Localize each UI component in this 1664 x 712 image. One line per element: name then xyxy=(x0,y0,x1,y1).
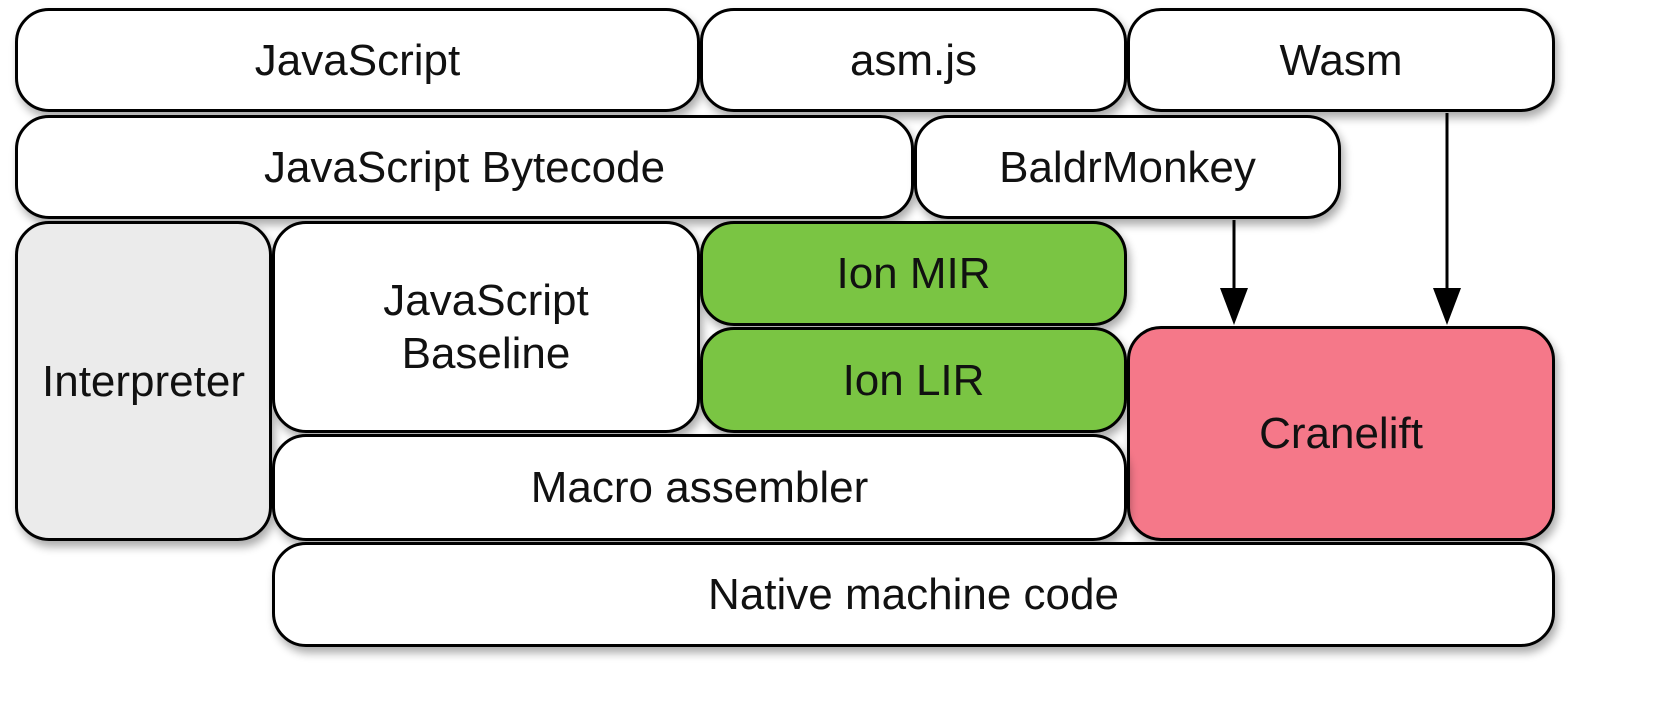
block-ion-mir-label: Ion MIR xyxy=(836,249,991,298)
block-asmjs-label: asm.js xyxy=(849,35,978,85)
block-wasm-label: Wasm xyxy=(1279,35,1403,85)
block-javascript-bytecode-label: JavaScript Bytecode xyxy=(263,142,666,192)
block-ion-lir-label: Ion LIR xyxy=(842,355,985,405)
arrow-baldrmonkey-to-cranelift xyxy=(1220,220,1248,325)
block-ion-mir: Ion MIR xyxy=(700,221,1127,326)
block-native-machine-code-label: Native machine code xyxy=(708,570,1119,619)
block-baldrmonkey-label: BaldrMonkey xyxy=(999,142,1256,192)
arrow-wasm-to-cranelift xyxy=(1433,113,1461,325)
block-wasm: Wasm xyxy=(1127,8,1555,112)
block-macro-assembler: Macro assembler xyxy=(272,434,1127,541)
block-interpreter-label: Interpreter xyxy=(42,356,245,406)
block-native-machine-code: Native machine code xyxy=(272,542,1555,647)
block-macro-assembler-label: Macro assembler xyxy=(530,463,869,512)
block-javascript-bytecode: JavaScript Bytecode xyxy=(15,115,914,219)
block-baldrmonkey: BaldrMonkey xyxy=(914,115,1341,219)
block-javascript-baseline-label: JavaScript Baseline xyxy=(383,276,589,378)
block-cranelift: Cranelift xyxy=(1127,326,1555,541)
block-javascript-label: JavaScript xyxy=(254,35,461,85)
block-javascript: JavaScript xyxy=(15,8,700,112)
block-interpreter: Interpreter xyxy=(15,221,272,541)
block-asmjs: asm.js xyxy=(700,8,1127,112)
block-javascript-baseline: JavaScript Baseline xyxy=(272,221,700,433)
block-ion-lir: Ion LIR xyxy=(700,327,1127,433)
block-cranelift-label: Cranelift xyxy=(1259,409,1423,458)
